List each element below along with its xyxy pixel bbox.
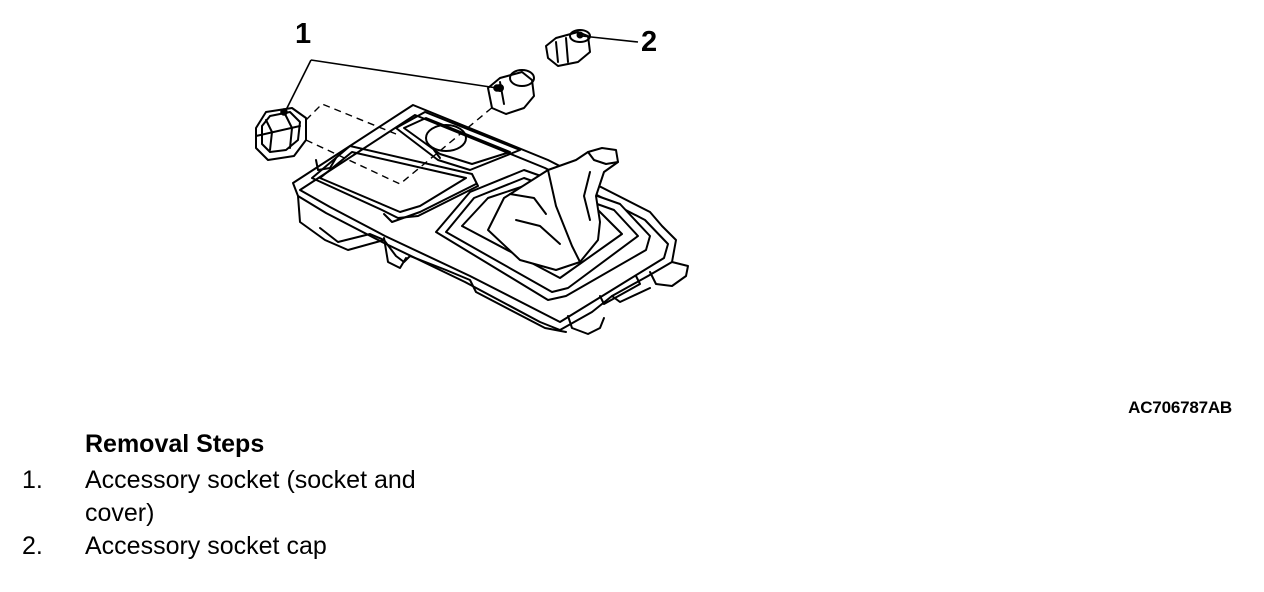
install-guide-lines xyxy=(305,103,495,185)
storage-tray xyxy=(311,145,479,223)
removal-steps-list: 1. Accessory socket (socket and cover) 2… xyxy=(22,464,482,563)
callout-number-2: 2 xyxy=(641,26,658,58)
removal-steps-heading: Removal Steps xyxy=(85,430,265,458)
removal-step: 2. Accessory socket cap xyxy=(22,530,482,563)
accessory-socket-cap xyxy=(545,29,591,67)
step-text: Accessory socket cap xyxy=(85,532,327,560)
step-number: 1. xyxy=(22,466,43,494)
accessory-socket-cover xyxy=(255,107,307,161)
accessory-socket xyxy=(487,69,535,115)
step-number: 2. xyxy=(22,532,43,560)
socket-opening xyxy=(395,111,521,171)
figure-code: AC706787AB xyxy=(1128,398,1232,417)
step-text: Accessory socket (socket and cover) xyxy=(85,466,416,527)
callout-number-1: 1 xyxy=(295,18,312,50)
shift-boot xyxy=(435,147,651,301)
callout-leaders xyxy=(280,35,639,116)
removal-step: 1. Accessory socket (socket and cover) xyxy=(22,464,482,530)
